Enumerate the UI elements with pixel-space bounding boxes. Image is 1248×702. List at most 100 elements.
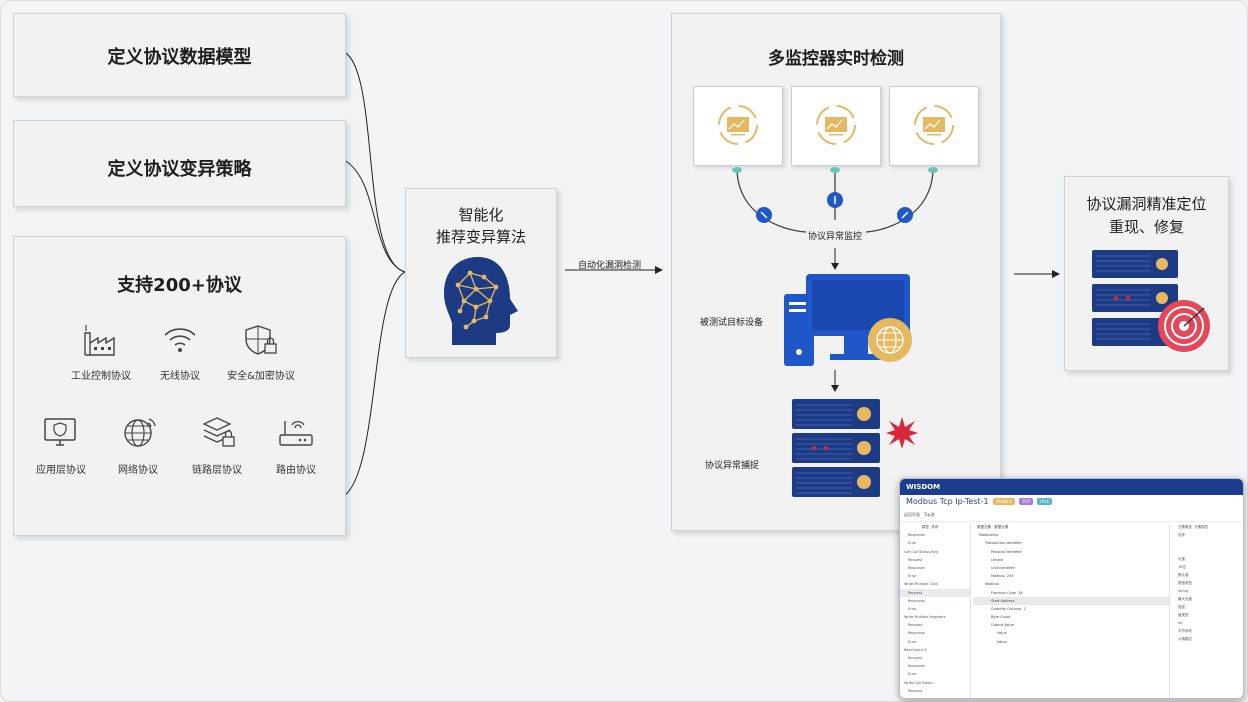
tree-item[interactable]: Write Multiple Registers: [904, 615, 946, 620]
field-row[interactable]: Protocol Identifier: [991, 549, 1022, 554]
target-device-label: 被测试目标设备: [700, 318, 764, 328]
field-row[interactable]: Value: [997, 631, 1007, 636]
protocol-label-wireless: 无线协议: [160, 371, 200, 382]
data-model-box: 定义协议数据模型: [13, 13, 346, 97]
protocols-box: 支持200+协议 工业控制协议 无线协议 安全&加密协议 应用层协议 网络协议: [13, 236, 346, 536]
tab-request[interactable]: 请求: [931, 525, 939, 529]
field-row[interactable]: ModbusTcp: [979, 533, 999, 538]
tree-item[interactable]: Read Input S: [904, 647, 927, 652]
app-tag: IPv4: [1037, 498, 1052, 505]
field-row[interactable]: Unit Identifier: [991, 565, 1016, 570]
flow-label: 自动化漏洞检测: [578, 261, 642, 271]
mutation-strategy-title: 定义协议变异策略: [107, 159, 252, 180]
field-row[interactable]: Output Value: [991, 623, 1014, 628]
globe-network-icon: [124, 418, 156, 447]
tree-item[interactable]: Response: [908, 533, 925, 538]
tree-item[interactable]: Write Coil Switch: [904, 680, 934, 685]
prop-input[interactable]: [1172, 539, 1243, 555]
prop-label: 最大长度: [1178, 597, 1192, 601]
protocol-label-routing: 路由协议: [276, 465, 316, 476]
field-value-row[interactable]: Function Code 16: [973, 589, 1169, 597]
field-label: Quantity Outputs: [991, 606, 1022, 611]
field-value-row[interactable]: Modbus 255: [973, 572, 1169, 580]
prop-label: 字节序列: [1178, 629, 1192, 633]
tree-item[interactable]: Request: [908, 688, 923, 693]
factory-icon: [84, 325, 115, 356]
protocol-label-link-layer: 链路层协议: [192, 465, 242, 476]
tab-properties[interactable]: 元素属性: [1194, 525, 1209, 529]
field-row[interactable]: Length: [991, 557, 1004, 562]
monitor-icon: [44, 418, 76, 446]
server-stack-icon: [792, 399, 880, 497]
field-label: Modbus: [991, 574, 1005, 579]
tab-data-elements-2[interactable]: 数据元素: [994, 525, 1009, 529]
target-server-icon: [1092, 250, 1210, 352]
tree-item[interactable]: Get Coil Status Req: [904, 549, 938, 554]
field-row[interactable]: Transaction Identifier: [985, 541, 1022, 546]
data-model-title: 定义协议数据模型: [107, 47, 252, 68]
tree-item[interactable]: Error: [908, 606, 917, 611]
app-toolbar: 返回列表 Tcp流: [900, 511, 1243, 522]
tcp-flow-button[interactable]: Tcp流: [923, 512, 935, 517]
monitor-chart-icon: [914, 105, 954, 145]
protocol-label-industrial: 工业控制协议: [71, 371, 131, 382]
app-brand: WISDOM: [900, 479, 1243, 495]
tree-item[interactable]: Request: [908, 623, 923, 628]
mutation-strategy-box: 定义协议变异策略: [13, 120, 346, 207]
layers-lock-icon: [202, 417, 235, 447]
field-value: 255: [1006, 574, 1014, 579]
router-icon: [279, 421, 313, 446]
tree-item[interactable]: Error: [908, 639, 917, 644]
field-value: 2: [1023, 606, 1026, 611]
field-row[interactable]: Byte Count: [991, 615, 1011, 620]
tree-item[interactable]: Error: [908, 541, 917, 546]
app-screenshot: WISDOM Modbus Tcp Ip-Test-1 Modbus TCP I…: [899, 478, 1244, 699]
target-device-icon: [784, 274, 912, 366]
protocol-label-network: 网络协议: [118, 465, 158, 476]
tree-item[interactable]: Response: [908, 664, 925, 669]
tab-data-elements[interactable]: 数据元素: [977, 525, 991, 529]
prop-value: string: [1178, 589, 1189, 593]
tree-item[interactable]: Request: [908, 656, 923, 660]
result-line2: 重现、修复: [1108, 218, 1184, 236]
protocols-title: 支持200+协议: [117, 275, 242, 296]
prop-value: 大端模式: [1178, 637, 1192, 641]
tree-item[interactable]: Error: [908, 574, 917, 579]
field-row[interactable]: Modbus: [985, 582, 999, 587]
tree-item[interactable]: Response: [908, 631, 925, 636]
field-row[interactable]: Start Address: [973, 596, 1169, 605]
fields-pane: 数据元素 数据元素 ModbusTcp Transaction Identifi…: [973, 523, 1170, 698]
tree-item[interactable]: Response: [908, 598, 925, 603]
protocol-label-application: 应用层协议: [36, 465, 86, 476]
back-button[interactable]: 返回列表: [904, 512, 920, 517]
monitor-panel-title: 多监控器实时检测: [768, 49, 904, 69]
result-line1: 协议漏洞精准定位: [1086, 195, 1207, 213]
monitor-card-1: [693, 86, 783, 166]
tree-item[interactable]: Response: [908, 565, 925, 570]
field-row[interactable]: Value: [997, 639, 1007, 644]
algorithm-title-line1: 智能化: [458, 206, 504, 224]
field-value-row[interactable]: Quantity Outputs 2: [973, 605, 1169, 613]
shield-lock-icon: [245, 325, 277, 355]
prop-label: 名称: [1178, 533, 1185, 537]
anomaly-monitor-label: 协议异常监控: [806, 229, 865, 242]
app-title: Modbus Tcp Ip-Test-1: [906, 497, 989, 506]
app-tag: TCP: [1019, 498, 1033, 505]
alert-star-icon: [886, 417, 918, 449]
prop-value: 16位: [1178, 565, 1186, 569]
prop-label: 描述: [1178, 605, 1185, 609]
protocol-label-security: 安全&加密协议: [227, 371, 295, 382]
tree-item[interactable]: Request: [908, 557, 923, 562]
model-tree-pane: 模型 请求 Response Error Get Coil Status Req…: [900, 523, 971, 698]
tab-model[interactable]: 模型: [922, 525, 929, 529]
tree-item[interactable]: Write Multiple Coils: [904, 582, 938, 587]
prop-label: 默认值: [1178, 573, 1189, 577]
properties-pane: 元素概述 元素属性 名称 长度 16位 默认值 数值类型 string 最大长度…: [1172, 523, 1243, 698]
tree-item[interactable]: Request: [900, 588, 970, 597]
tab-overview[interactable]: 元素概述: [1178, 525, 1192, 529]
tree-item[interactable]: Error: [908, 672, 917, 677]
algorithm-box: 智能化 推荐变异算法: [405, 188, 557, 358]
ai-head-icon: [444, 257, 518, 345]
